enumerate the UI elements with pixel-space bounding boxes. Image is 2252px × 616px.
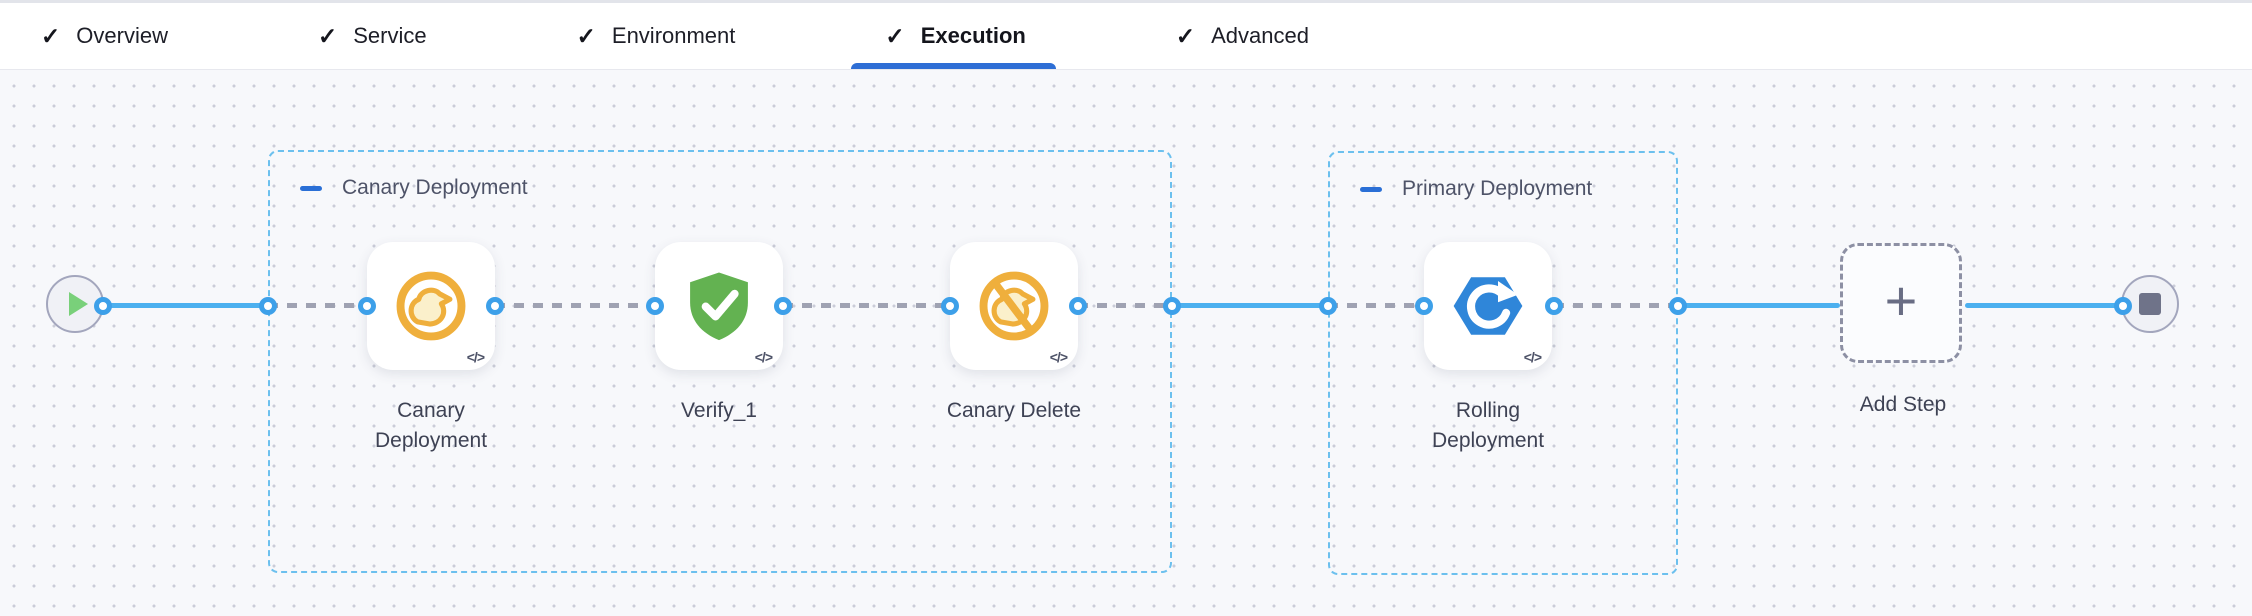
stage-group-primary-deployment[interactable]: Primary Deployment: [1328, 151, 1678, 575]
step-verify-1[interactable]: </>: [655, 242, 783, 370]
flow-line-dashed: [1078, 303, 1172, 308]
connector-port[interactable]: [941, 297, 959, 315]
add-step-button[interactable]: +: [1840, 243, 1962, 363]
check-icon: ✓: [576, 22, 596, 49]
group-header: Canary Deployment: [300, 176, 528, 200]
connector-port[interactable]: [1415, 297, 1433, 315]
group-header: Primary Deployment: [1360, 177, 1592, 201]
tab-execution[interactable]: ✓ Execution: [851, 3, 1057, 69]
tab-advanced[interactable]: ✓ Advanced: [1176, 3, 1309, 69]
shield-check-icon: [690, 272, 748, 341]
connector-port[interactable]: [259, 297, 277, 315]
tab-overview[interactable]: ✓ Overview: [41, 3, 168, 69]
add-step-label: Add Step: [1859, 393, 1947, 416]
check-icon: ✓: [41, 22, 61, 49]
tab-environment[interactable]: ✓ Environment: [577, 3, 736, 69]
collapse-minus-icon[interactable]: [1360, 186, 1382, 192]
connector-port[interactable]: [94, 297, 112, 315]
step-label-verify-1: Verify_1: [681, 399, 757, 422]
tab-label: Execution: [920, 23, 1026, 48]
flow-line-dashed: [268, 303, 367, 308]
execution-pipeline-canvas: Canary Deployment Primary Deployment </>…: [0, 70, 2252, 616]
flow-line: [103, 303, 268, 308]
connector-port[interactable]: [358, 297, 376, 315]
stage-config-tabbar: ✓ Overview ✓ Service ✓ Environment ✓ Exe…: [0, 0, 2252, 70]
flow-line-dashed: [783, 303, 950, 308]
rolling-refresh-icon: [1453, 277, 1523, 335]
step-label-canary-delete: Canary Delete: [946, 399, 1082, 422]
collapse-minus-icon[interactable]: [300, 185, 322, 191]
step-rolling-deployment[interactable]: </>: [1424, 242, 1552, 370]
flow-line: [1678, 303, 1840, 308]
connector-port[interactable]: [1163, 297, 1181, 315]
check-icon: ✓: [885, 22, 905, 49]
connector-port[interactable]: [2114, 297, 2132, 315]
tab-label: Advanced: [1211, 23, 1309, 48]
play-icon: [68, 292, 88, 316]
connector-port[interactable]: [774, 297, 792, 315]
plus-icon: +: [1884, 269, 1918, 332]
connector-port[interactable]: [486, 297, 504, 315]
code-icon: </>: [1049, 349, 1068, 365]
connector-port[interactable]: [1319, 297, 1337, 315]
code-icon: </>: [1523, 349, 1542, 365]
canary-crossed-icon: [979, 271, 1049, 341]
canary-bird-icon: [396, 271, 466, 341]
check-icon: ✓: [317, 22, 338, 49]
connector-port[interactable]: [1069, 297, 1087, 315]
connector-port[interactable]: [646, 297, 664, 315]
flow-line-dashed: [1554, 303, 1678, 308]
step-canary-delete[interactable]: </>: [950, 242, 1078, 370]
group-label: Canary Deployment: [342, 176, 528, 199]
flow-line-dashed: [495, 303, 655, 308]
tab-label: Service: [353, 23, 427, 48]
tab-label: Overview: [76, 23, 168, 48]
stage-group-canary-deployment[interactable]: Canary Deployment: [268, 150, 1172, 573]
check-icon: ✓: [1175, 22, 1196, 49]
tab-label: Environment: [611, 23, 736, 48]
step-canary-deployment[interactable]: </>: [367, 242, 495, 370]
connector-port[interactable]: [1669, 297, 1687, 315]
code-icon: </>: [466, 349, 485, 365]
step-label-rolling-deployment: Rolling Deployment: [1431, 399, 1545, 452]
code-icon: </>: [754, 349, 773, 365]
flow-line: [1172, 303, 1328, 308]
group-label: Primary Deployment: [1402, 177, 1593, 200]
flow-line: [1965, 303, 2123, 308]
flow-line-dashed: [1328, 303, 1424, 308]
tab-service[interactable]: ✓ Service: [318, 3, 427, 69]
stop-icon: [2139, 293, 2161, 315]
connector-port[interactable]: [1545, 297, 1563, 315]
step-label-canary-deployment: Canary Deployment: [374, 399, 488, 452]
